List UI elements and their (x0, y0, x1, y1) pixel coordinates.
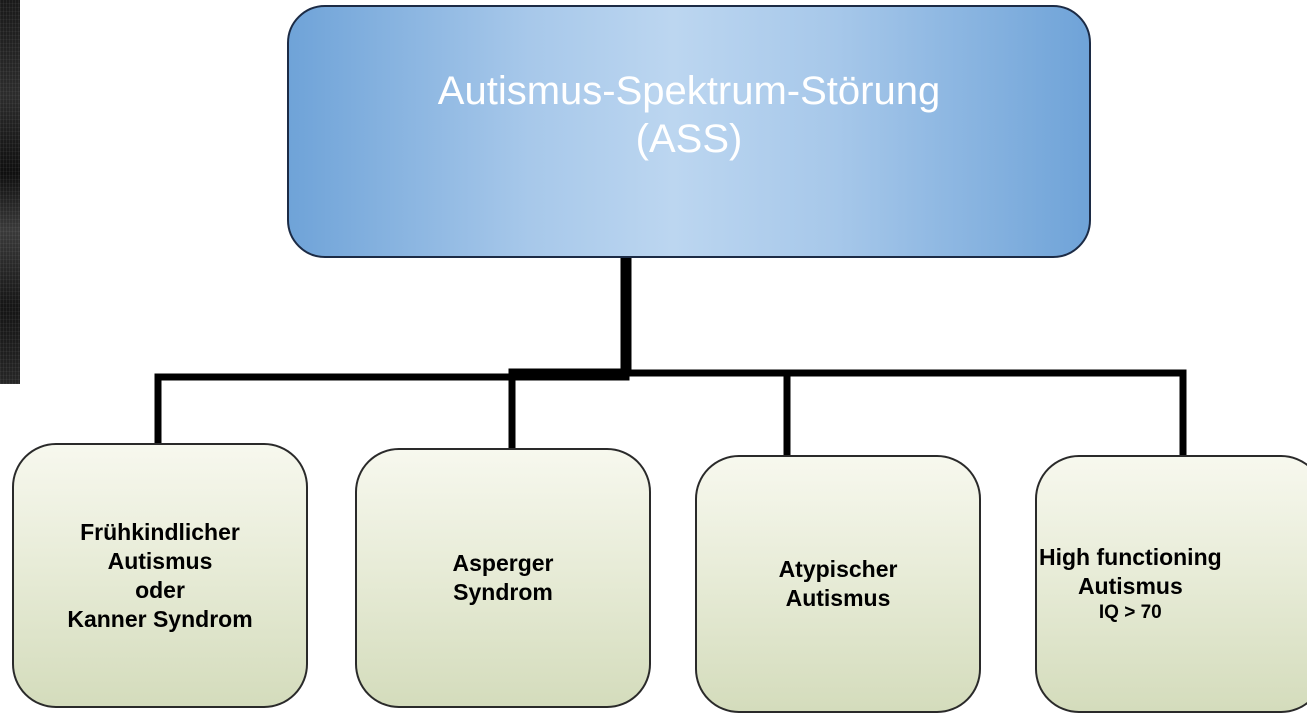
root-node-box: Autismus-Spektrum-Störung (ASS) (287, 5, 1091, 258)
child-node-2-line-1: Asperger (452, 550, 554, 576)
child-node-label-4: High functioning Autismus IQ > 70 (1039, 543, 1222, 625)
child-node-box-4: High functioning Autismus IQ > 70 (1035, 455, 1307, 713)
child-node-4-line-2: Autismus (1077, 573, 1183, 599)
root-node-line-1: Autismus-Spektrum-Störung (437, 68, 941, 113)
child-node-label-3: Atypischer Autismus (779, 555, 898, 613)
child-node-3-line-2: Autismus (785, 585, 891, 611)
background-photo-edge (0, 0, 20, 384)
child-node-3-line-1: Atypischer (778, 556, 898, 582)
child-node-1-line-3: oder (135, 576, 185, 603)
child-node-1-line-4: Kanner Syndrom (67, 605, 253, 632)
child-node-box-1: Frühkindlicher Autismus oder Kanner Synd… (12, 443, 308, 708)
child-node-box-2: Asperger Syndrom (355, 448, 651, 708)
root-node-line-2: (ASS) (635, 116, 743, 161)
child-node-2-line-2: Syndrom (453, 579, 553, 605)
child-node-label-2: Asperger Syndrom (453, 549, 554, 607)
root-node-title: Autismus-Spektrum-Störung (ASS) (438, 67, 940, 163)
child-node-4-line-1: High functioning (1039, 544, 1222, 570)
child-node-1-line-2: Autismus (107, 547, 213, 574)
child-node-4-line-3: IQ > 70 (1098, 602, 1162, 623)
child-node-label-1: Frühkindlicher Autismus oder Kanner Synd… (67, 518, 252, 634)
child-node-box-3: Atypischer Autismus (695, 455, 981, 713)
child-node-1-line-1: Frühkindlicher (80, 518, 240, 545)
